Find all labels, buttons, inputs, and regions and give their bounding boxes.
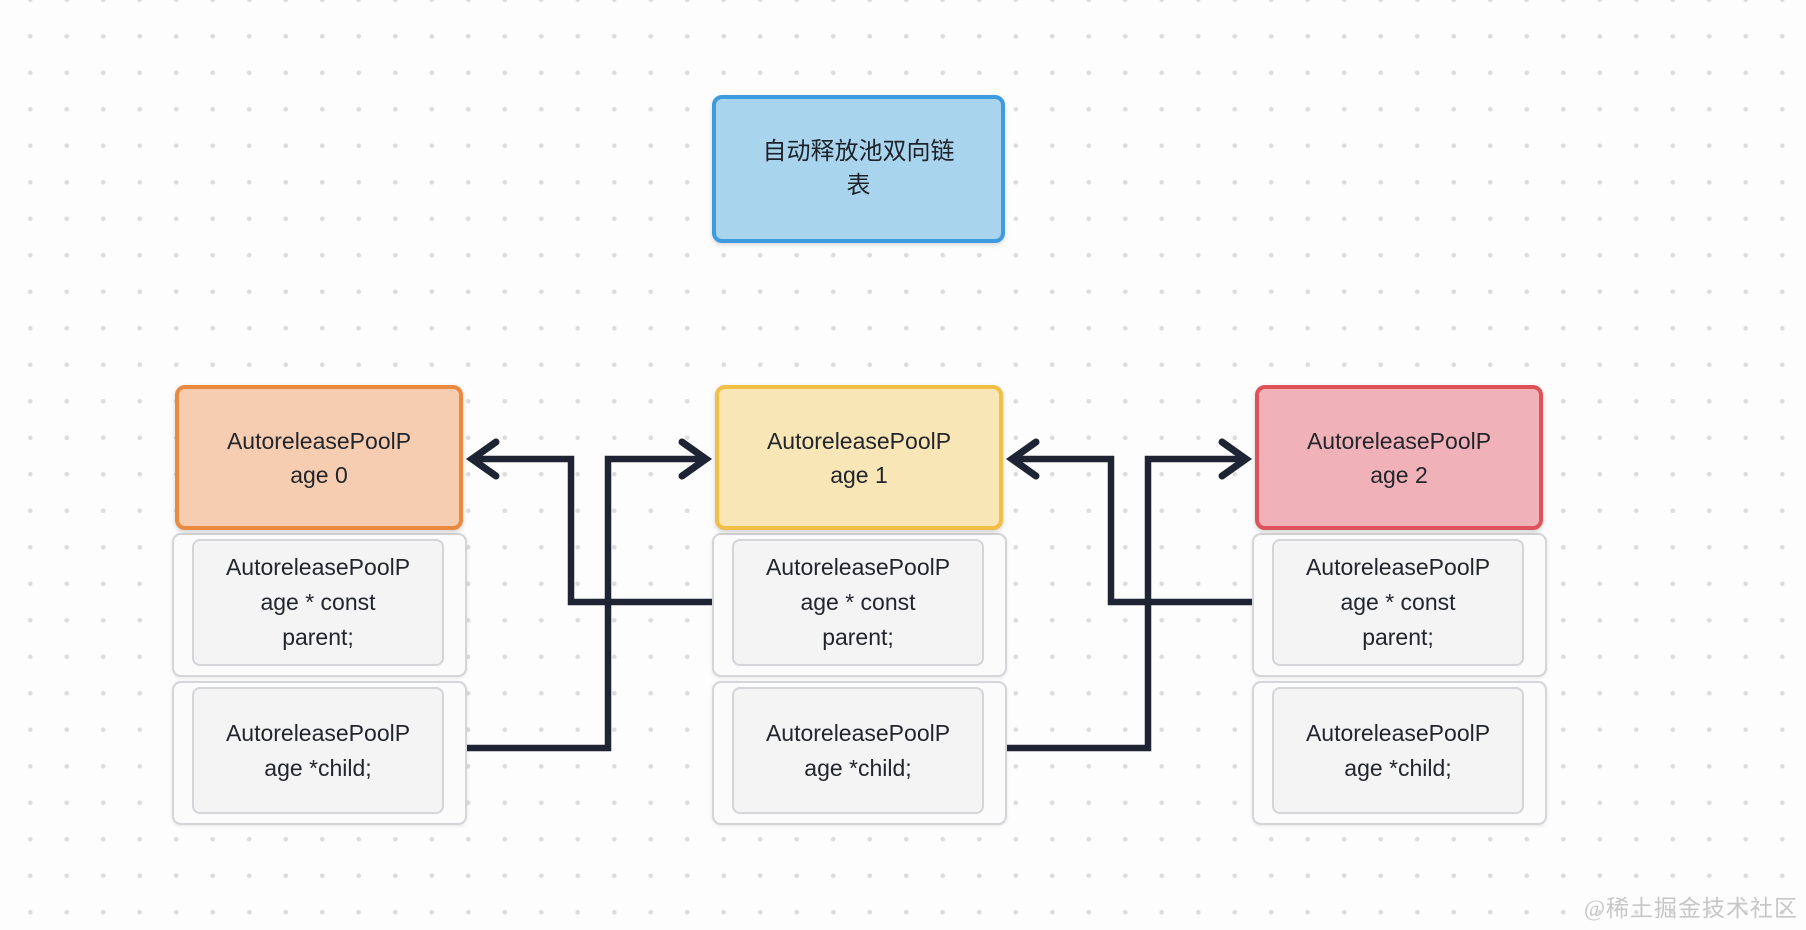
field-text-line: age *child; xyxy=(264,754,372,781)
connector-page1-parent-to-page0-arrowhead-icon xyxy=(465,438,500,480)
field-text-line: AutoreleasePoolP xyxy=(765,554,951,580)
page0-header-label: AutoreleasePoolP xyxy=(226,427,412,454)
field-text-line: AutoreleasePoolP xyxy=(1305,554,1491,580)
page1-child-field: AutoreleasePoolP age *child; xyxy=(712,681,1007,825)
page1-child-field-inner: AutoreleasePoolP age *child; xyxy=(732,687,984,814)
page2-header: AutoreleasePoolP age 2 xyxy=(1255,385,1543,530)
page1-column: AutoreleasePoolP age 1 AutoreleasePoolP … xyxy=(712,385,1007,825)
connector-page1-child-to-page2-line xyxy=(1007,455,1240,752)
connector-page1-child-to-page2-arrowhead-icon xyxy=(1218,438,1253,480)
page0-header-label: age 0 xyxy=(290,461,348,488)
page0-child-field-inner: AutoreleasePoolP age *child; xyxy=(192,687,444,814)
title-line: 自动释放池双向链 xyxy=(762,138,955,165)
field-text-line: parent; xyxy=(822,624,894,650)
field-text-line: AutoreleasePoolP xyxy=(765,719,951,746)
page1-header: AutoreleasePoolP age 1 xyxy=(715,385,1003,530)
page0-header: AutoreleasePoolP age 0 xyxy=(175,385,463,530)
page2-parent-field: AutoreleasePoolP age * const parent; xyxy=(1252,533,1547,677)
page0-parent-field: AutoreleasePoolP age * const parent; xyxy=(172,533,467,677)
field-text-line: AutoreleasePoolP xyxy=(1305,719,1491,746)
page1-parent-field: AutoreleasePoolP age * const parent; xyxy=(712,533,1007,677)
page0-column: AutoreleasePoolP age 0 AutoreleasePoolP … xyxy=(172,385,467,825)
field-text-line: age *child; xyxy=(804,754,912,781)
page1-header-label: AutoreleasePoolP xyxy=(766,427,952,454)
connector-page2-parent-to-page1-line xyxy=(1018,455,1252,606)
field-text-line: AutoreleasePoolP xyxy=(225,719,411,746)
page2-header-label: age 2 xyxy=(1370,461,1428,488)
page2-child-field-inner: AutoreleasePoolP age *child; xyxy=(1272,687,1524,814)
field-text-line: age * const xyxy=(800,589,916,615)
page1-parent-field-inner: AutoreleasePoolP age * const parent; xyxy=(732,539,984,666)
watermark: @稀土掘金技术社区 xyxy=(1583,896,1798,921)
title-box: 自动释放池双向链 表 xyxy=(712,95,1005,243)
page2-column: AutoreleasePoolP age 2 AutoreleasePoolP … xyxy=(1252,385,1547,825)
page0-child-field: AutoreleasePoolP age *child; xyxy=(172,681,467,825)
connector-page1-parent-to-page0-line xyxy=(478,455,712,606)
field-text-line: age * const xyxy=(1340,589,1456,615)
page2-parent-field-inner: AutoreleasePoolP age * const parent; xyxy=(1272,539,1524,666)
field-text-line: age * const xyxy=(260,589,376,615)
field-text-line: parent; xyxy=(282,624,354,650)
connector-page2-parent-to-page1-arrowhead-icon xyxy=(1005,438,1040,480)
field-text-line: age *child; xyxy=(1344,754,1452,781)
title-line: 表 xyxy=(846,172,871,199)
page1-header-label: age 1 xyxy=(830,461,888,488)
page2-header-label: AutoreleasePoolP xyxy=(1306,427,1492,454)
connector-page0-child-to-page1-arrowhead-icon xyxy=(678,438,713,480)
field-text-line: AutoreleasePoolP xyxy=(225,554,411,580)
page2-child-field: AutoreleasePoolP age *child; xyxy=(1252,681,1547,825)
connector-page0-child-to-page1-line xyxy=(467,455,700,752)
field-text-line: parent; xyxy=(1362,624,1434,650)
page0-parent-field-inner: AutoreleasePoolP age * const parent; xyxy=(192,539,444,666)
